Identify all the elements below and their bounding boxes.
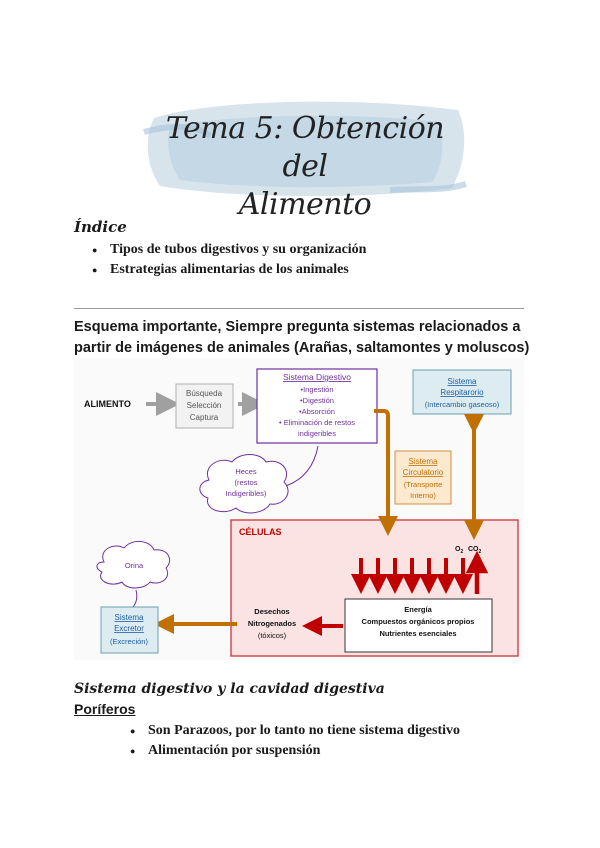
digestivo-item: •Digestión — [300, 396, 334, 405]
watercolor-brush — [143, 101, 467, 197]
o2-label: O2 — [455, 546, 463, 555]
section-subtitle: Poríferos — [74, 701, 136, 717]
respiratorio-box — [412, 369, 512, 415]
circulatorio-sub: Interno) — [410, 491, 436, 500]
circulatorio-title2: Circulatorio — [403, 468, 444, 477]
excretor-title2: Excretor — [114, 624, 144, 633]
circulatorio-box — [394, 450, 452, 505]
title-line-2: Alimento — [238, 187, 372, 222]
circulatorio-sub: (Transporte — [404, 480, 443, 489]
index-list: Tipos de tubos digestivos y su organizac… — [92, 240, 366, 280]
red-arrows-group — [351, 558, 473, 594]
seleccion-text: Selección — [187, 401, 222, 410]
page-title: Tema 5: Obtención del Alimento — [140, 110, 470, 224]
digestivo-item: • Eliminación de restos — [279, 418, 355, 427]
digestivo-item: •Absorción — [299, 407, 335, 416]
alimento-label: ALIMENTO — [84, 399, 131, 409]
digestivo-title: Sistema Digestivo — [283, 372, 351, 382]
respiratorio-title: Sistema — [448, 377, 477, 386]
important-note: Esquema importante, Siempre pregunta sis… — [74, 319, 530, 356]
digestivo-box — [256, 368, 378, 444]
heces-text: Heces — [235, 467, 257, 476]
heces-connector — [285, 445, 319, 487]
respiratorio-title2: Respitarorio — [440, 388, 484, 397]
digestivo-item: indigeribles — [298, 429, 336, 438]
index-item: Estrategias alimentarias de los animales — [92, 260, 366, 280]
captura-text: Captura — [190, 413, 219, 422]
orina-text: Orina — [125, 561, 144, 570]
energia-text: Energía — [404, 605, 432, 614]
celulas-label: CÉLULAS — [239, 527, 282, 537]
respiratorio-sub: (Intercambio gaseoso) — [425, 400, 500, 409]
desechos-text: Nitrogenados — [248, 619, 296, 628]
excretor-box — [100, 606, 159, 654]
energia-box — [344, 598, 493, 653]
busqueda-text: Búsqueda — [186, 389, 223, 398]
excretor-sub: (Excreción) — [110, 637, 148, 646]
heces-cloud — [199, 454, 289, 514]
arrow-absorcion — [374, 409, 398, 536]
desechos-text: (tóxicos) — [258, 631, 287, 640]
title-banner: Tema 5: Obtención del Alimento — [140, 92, 470, 222]
desechos-text: Desechos — [254, 607, 289, 616]
index-item: Tipos de tubos digestivos y su organizac… — [92, 240, 366, 260]
index-heading: Índice — [74, 218, 127, 236]
poriferos-item: Son Parazoos, por lo tanto no tiene sist… — [130, 721, 460, 741]
circulatorio-title: Sistema — [409, 457, 438, 466]
title-line-1: Tema 5: Obtención del — [165, 111, 445, 184]
poriferos-item: Alimentación por suspensión — [130, 741, 460, 761]
busqueda-box — [175, 383, 234, 429]
heces-text: Indigeribles) — [226, 489, 267, 498]
diagram-figure: CÉLULAS ALIMENTO Búsqueda Selección Capt… — [74, 358, 524, 660]
poriferos-list: Son Parazoos, por lo tanto no tiene sist… — [130, 721, 460, 761]
digestivo-item: •Ingestión — [300, 385, 333, 394]
heces-text: (restos — [235, 478, 258, 487]
energia-text: Compuestos orgánicos propios — [362, 617, 475, 626]
energia-text: Nutrientes esenciales — [379, 629, 456, 638]
excretor-title: Sistema — [115, 613, 144, 622]
digestion-diagram: CÉLULAS ALIMENTO Búsqueda Selección Capt… — [84, 368, 519, 657]
section-title: Sistema digestivo y la cavidad digestiva — [74, 681, 385, 697]
divider — [74, 308, 524, 309]
orina-cloud — [96, 541, 170, 589]
orina-connector — [131, 589, 138, 609]
